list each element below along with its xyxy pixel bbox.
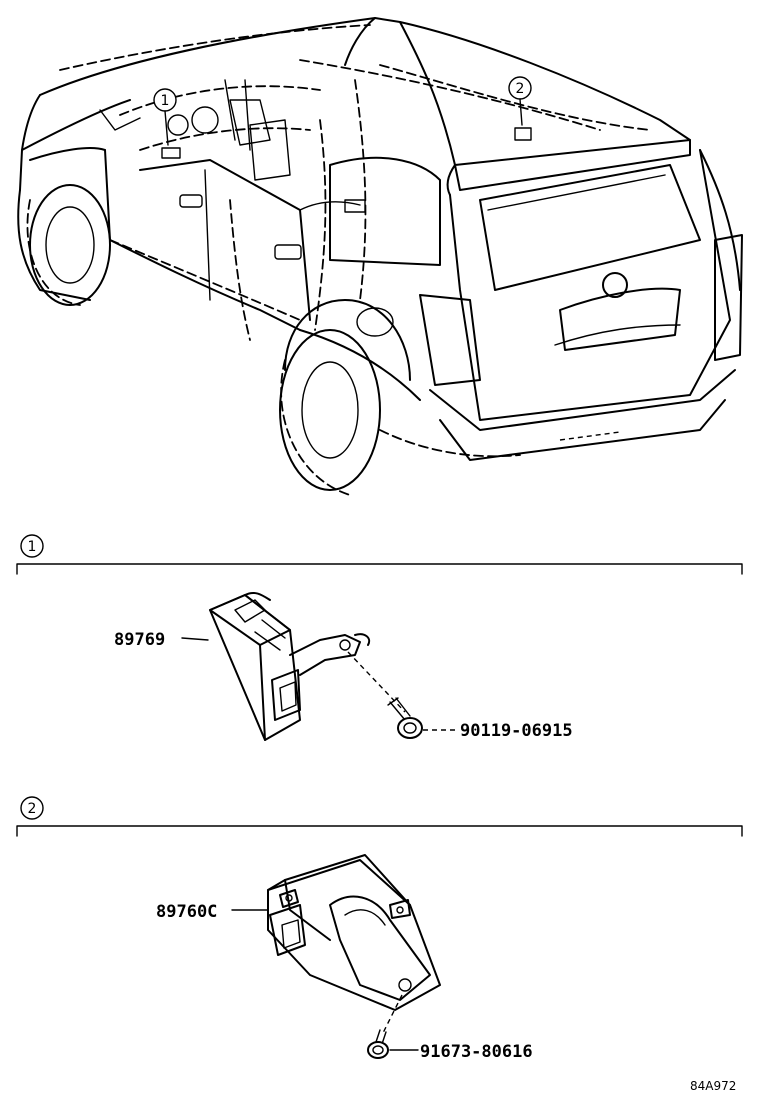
callout-1-label: 1 — [161, 93, 170, 109]
section-2: 2 89760C — [16, 796, 743, 1062]
section-1: 1 89769 — [16, 534, 743, 741]
section-2-marker: 2 — [28, 801, 37, 817]
diagram-code: 84A972 — [690, 1079, 736, 1093]
bolt-90119-dashed-axis — [347, 651, 406, 713]
fastener-label-91673-80616: 91673-80616 — [420, 1042, 533, 1062]
module-89769-illustration — [209, 591, 371, 741]
part-label-89760c: 89760C — [156, 902, 217, 922]
section-1-divider — [16, 563, 743, 575]
vehicle-illustration: 1 2 — [17, 17, 743, 496]
bolt-90119-illustration — [387, 697, 423, 739]
section-1-marker-circle — [20, 534, 44, 558]
section-1-marker: 1 — [28, 539, 37, 555]
callout-2-label: 2 — [516, 81, 525, 97]
fastener-label-90119-06915: 90119-06915 — [460, 721, 573, 741]
module-89769-leader — [181, 637, 209, 641]
module-89760c-illustration — [267, 854, 441, 1011]
bolt-91673-illustration — [367, 1029, 389, 1059]
part-label-89769: 89769 — [114, 630, 165, 650]
section-2-marker-circle — [20, 796, 44, 820]
bolt-91673-dashed-axis — [381, 994, 403, 1036]
section-2-divider — [16, 825, 743, 837]
